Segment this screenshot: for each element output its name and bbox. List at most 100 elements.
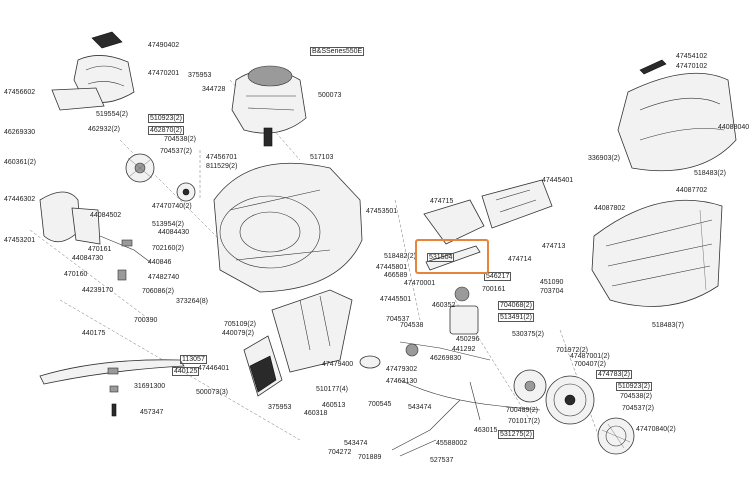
part-number-label[interactable]: 47456602 [4,89,36,96]
part-number-label[interactable]: 705109(2) [224,321,256,328]
part-number-label[interactable]: 519554(2) [96,111,128,118]
part-number-label[interactable]: 704537(2) [622,405,654,412]
part-number-label[interactable]: 47453501 [366,208,398,215]
part-number-label[interactable]: 700390 [134,317,158,324]
part-number-label[interactable]: 460513 [322,402,346,409]
part-number-label[interactable]: 706086(2) [142,288,174,295]
part-number-label[interactable]: 47487001(2) [570,353,610,360]
part-number-label[interactable]: 704538(2) [620,393,652,400]
part-number-label[interactable]: 47479302 [386,366,418,373]
part-number-label[interactable]: 440846 [148,259,172,266]
part-number-label[interactable]: 441292 [452,346,476,353]
part-number-label[interactable]: 701972(2) [556,347,588,354]
part-number-label[interactable]: 45588002 [436,440,468,447]
part-number-label[interactable]: 44084430 [158,229,190,236]
part-number-label[interactable]: 47470840(2) [636,426,676,433]
part-number-label[interactable]: 700161 [482,286,506,293]
part-number-label[interactable]: 47456701 [206,154,238,161]
part-number-label[interactable]: 375953 [188,72,212,79]
part-number-label[interactable]: 527537 [430,457,454,464]
part-number-label[interactable]: 440125 [172,367,200,376]
part-number-label[interactable]: 460318 [304,410,328,417]
part-number-label[interactable]: 44084730 [72,255,104,262]
part-number-label[interactable]: 543474 [344,440,368,447]
part-number-label[interactable]: 44087702 [676,187,708,194]
part-number-label[interactable]: 702160(2) [152,245,184,252]
part-number-label[interactable]: 47453201 [4,237,36,244]
part-number-label[interactable]: 46269330 [4,129,36,136]
part-number-label[interactable]: 31691300 [134,383,166,390]
part-number-label[interactable]: 518482(2) [384,253,416,260]
part-number-label[interactable]: 440175 [82,330,106,337]
part-number-label[interactable]: 47445801 [376,264,408,271]
part-number-label[interactable]: 470161 [88,246,112,253]
part-number-label[interactable]: 47446401 [198,365,230,372]
part-number-label[interactable]: 46269830 [430,355,462,362]
part-number-label[interactable]: 47470740(2) [152,203,192,210]
part-number-label[interactable]: 460352 [432,302,456,309]
part-number-label[interactable]: 44239170 [82,287,114,294]
part-number-label[interactable]: 462932(2) [88,126,120,133]
part-number-label[interactable]: 44088040 [718,124,750,131]
part-number-label[interactable]: 457347 [140,409,164,416]
part-number-label[interactable]: 517103 [310,154,334,161]
part-number-label[interactable]: 518483(7) [652,322,684,329]
part-number-label[interactable]: 700407(2) [574,361,606,368]
part-number-label[interactable]: 513954(2) [152,221,184,228]
part-number-label[interactable]: 700489(2) [506,407,538,414]
part-number-label[interactable]: 47479400 [322,361,354,368]
part-number-label[interactable]: 344728 [202,86,226,93]
part-number-label[interactable]: 704537(2) [160,148,192,155]
part-number-label[interactable]: 450296 [456,336,480,343]
part-number-label[interactable]: 47470102 [676,63,708,70]
part-number-label[interactable]: 113057 [180,355,207,364]
part-number-label[interactable]: 440079(2) [222,330,254,337]
part-number-label[interactable]: 470160 [64,271,88,278]
part-number-label[interactable]: 531275(2) [498,430,534,439]
part-number-label[interactable]: 460361(2) [4,159,36,166]
part-number-label[interactable]: 518483(2) [694,170,726,177]
part-number-label[interactable]: 700545 [368,401,392,408]
part-number-label[interactable]: 704538(2) [164,136,196,143]
part-number-label[interactable]: 47470001 [404,280,436,287]
part-number-label[interactable]: 474783(2) [596,370,632,379]
part-number-label[interactable]: 543474 [408,404,432,411]
part-number-label[interactable]: 510923(2) [148,114,184,123]
part-number-label[interactable]: 462870(2) [148,126,184,135]
part-number-label[interactable]: 531504 [427,253,455,262]
part-number-label[interactable]: 530375(2) [512,331,544,338]
part-number-label[interactable]: 811529(2) [206,163,238,170]
part-number-label[interactable]: 47463130 [386,378,418,385]
part-number-label[interactable]: 44084502 [90,212,122,219]
part-number-label[interactable]: 47445501 [380,296,412,303]
part-number-label[interactable]: 704272 [328,449,352,456]
part-number-label[interactable]: 510923(2) [616,382,652,391]
part-number-label[interactable]: 701889 [358,454,382,461]
part-number-label[interactable]: 474713 [542,243,566,250]
part-number-label[interactable]: 47454102 [676,53,708,60]
part-number-label[interactable]: 336903(2) [588,155,620,162]
part-number-label[interactable]: 44087802 [594,205,626,212]
part-number-label[interactable]: 375953 [268,404,292,411]
part-number-label[interactable]: 466589 [384,272,408,279]
part-number-label[interactable]: 474714 [508,256,532,263]
part-number-label[interactable]: 704538 [400,322,424,329]
part-number-label[interactable]: 47446302 [4,196,36,203]
part-number-label[interactable]: 451090 [540,279,564,286]
part-number-label[interactable]: B&SSeries550E [310,47,365,56]
part-number-label[interactable]: 513491(2) [498,313,534,322]
part-number-label[interactable]: 500073 [318,92,342,99]
part-number-label[interactable]: 47470201 [148,70,180,77]
part-number-label[interactable]: 47490402 [148,42,180,49]
part-number-label[interactable]: 703704 [540,288,564,295]
part-number-label[interactable]: 704537 [386,316,410,323]
part-number-label[interactable]: 47482740 [148,274,180,281]
part-number-label[interactable]: 47445401 [542,177,574,184]
part-number-label[interactable]: 704068(2) [498,301,534,310]
part-number-label[interactable]: 500073(3) [196,389,228,396]
part-number-label[interactable]: 373264(8) [176,298,208,305]
part-number-label[interactable]: 510177(4) [316,386,348,393]
part-number-label[interactable]: 474715 [430,198,454,205]
part-number-label[interactable]: 546217 [484,272,512,281]
part-number-label[interactable]: 701017(2) [508,418,540,425]
